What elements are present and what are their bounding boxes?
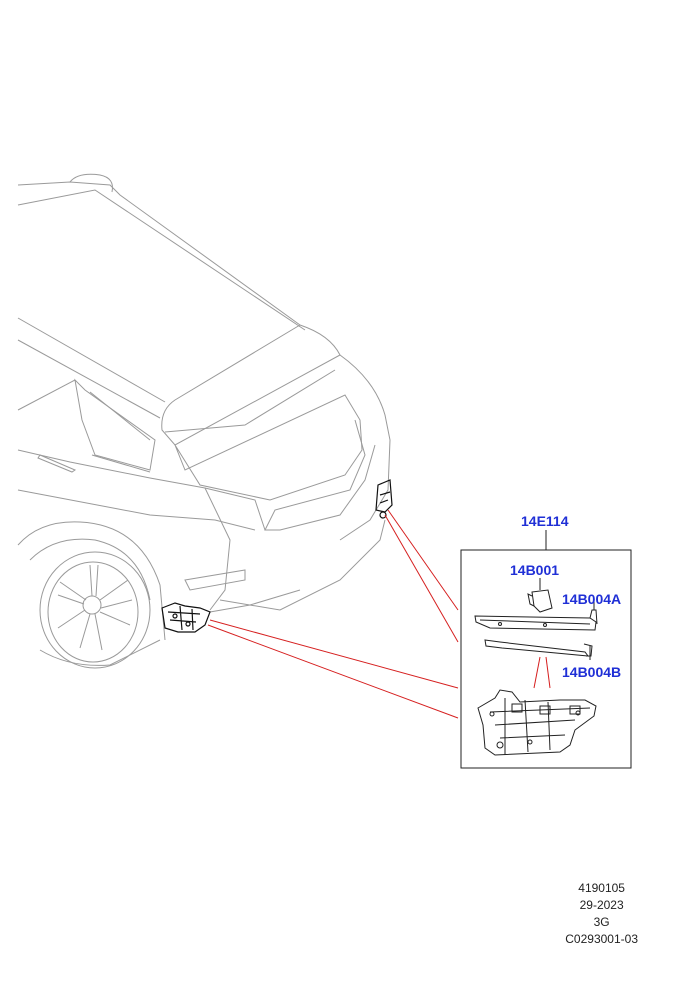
reference-block: 4190105 29-2023 3G C0293001-03 [565, 880, 638, 948]
module-part [527, 578, 553, 613]
reference-date: 29-2023 [579, 898, 624, 912]
callout-14b004b[interactable]: 14B004B [562, 664, 622, 680]
vehicle-highlight-left-bracket [161, 602, 211, 633]
bracket-a-part [474, 598, 598, 631]
reference-number: 4190105 [578, 881, 625, 895]
callout-14b001[interactable]: 14B001 [510, 562, 560, 578]
bracket-b-part [484, 639, 593, 660]
reference-variant: 3G [593, 915, 610, 929]
callout-box [460, 530, 632, 769]
callout-14e114[interactable]: 14E114 [521, 513, 569, 529]
vehicle-highlight-right-bracket [375, 479, 393, 519]
lamp-housing-part [477, 689, 597, 756]
vehicle-outline [17, 173, 391, 669]
reference-code: C0293001-03 [565, 932, 638, 946]
leader-lines [207, 509, 551, 719]
callout-14b004a[interactable]: 14B004A [562, 591, 622, 607]
